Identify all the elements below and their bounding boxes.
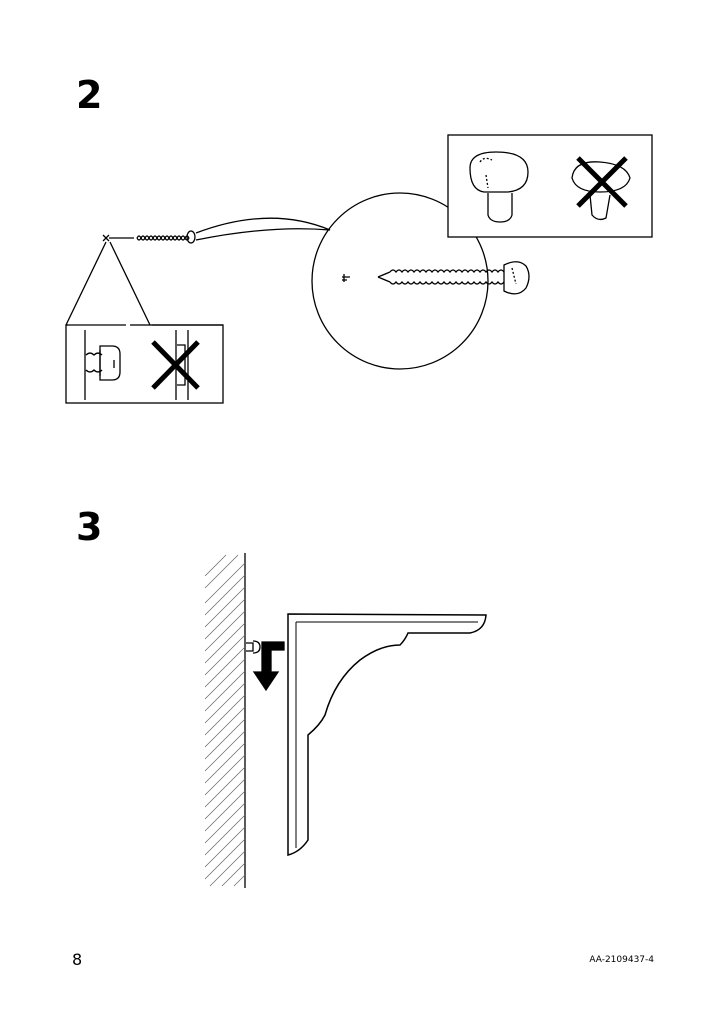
page-number: 8	[72, 950, 83, 969]
small-screw-icon	[102, 230, 196, 244]
shelf-bracket	[287, 613, 487, 856]
step-number-2: 2	[76, 73, 103, 117]
step-number-3: 3	[76, 505, 103, 549]
detail-box-screw-head	[447, 134, 653, 238]
down-arrow-icon	[252, 641, 285, 692]
wall	[204, 553, 246, 888]
wall-screw-icon	[246, 640, 261, 654]
x-mark-icon	[151, 340, 200, 390]
document-code: AA-2109437-4	[589, 955, 654, 965]
x-mark-icon	[576, 156, 628, 208]
magnified-screw-circle	[195, 192, 530, 370]
detail-box-screw-depth	[65, 323, 224, 404]
